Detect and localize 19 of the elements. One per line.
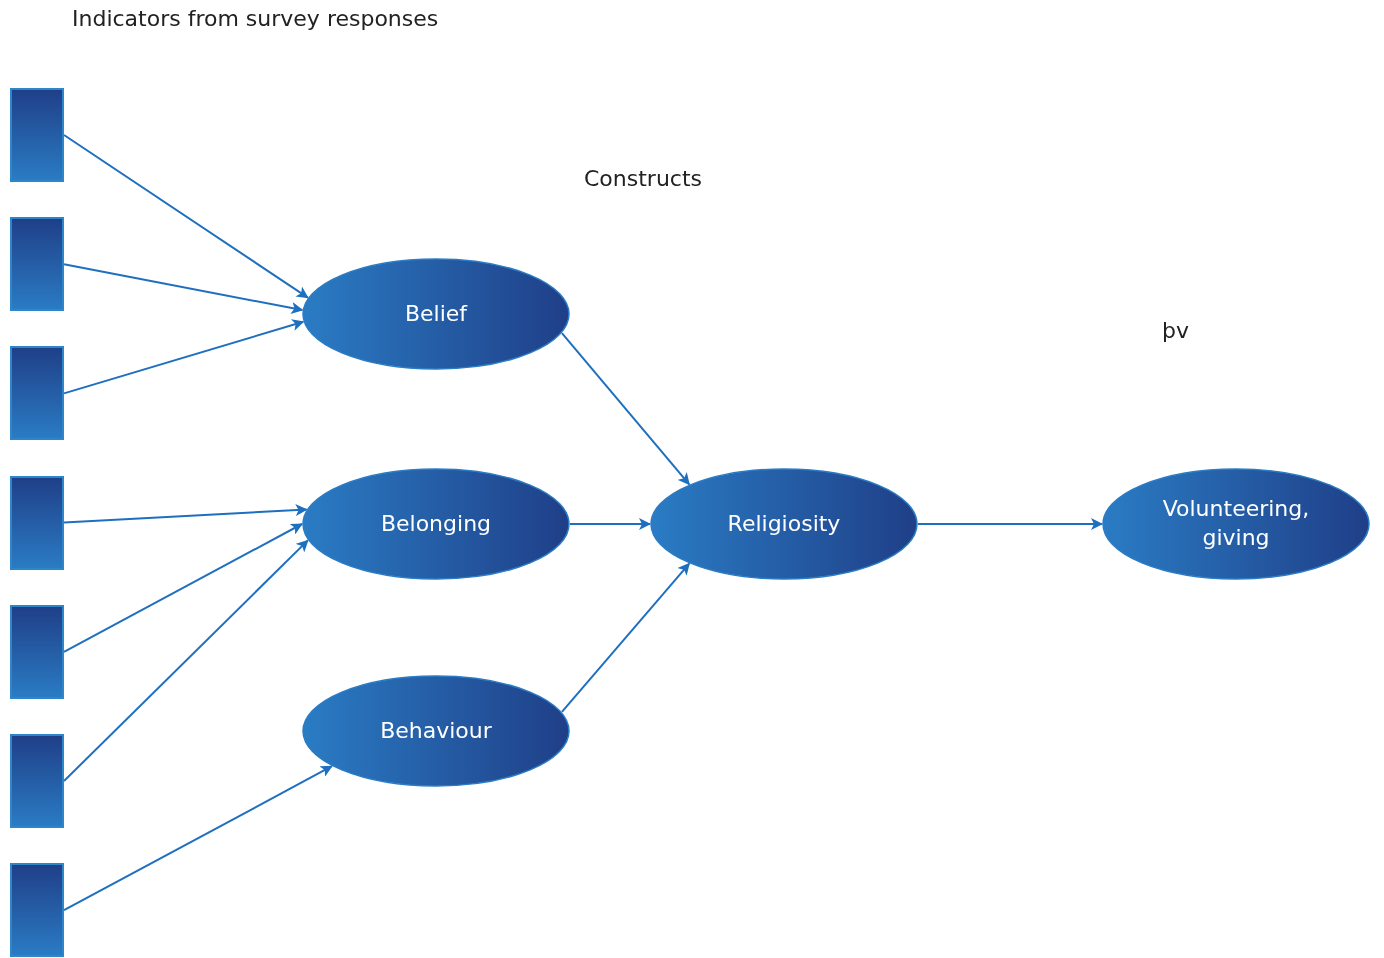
arrow: [63, 504, 308, 524]
arrow: [63, 263, 304, 314]
section-heading: Indicators from survey responses: [72, 6, 439, 31]
arrow: [63, 523, 303, 653]
arrow: [560, 562, 691, 713]
arrow: [917, 518, 1103, 530]
text-label: Constructs: [584, 166, 703, 191]
arrow: [63, 765, 333, 912]
construct-label: Belonging: [380, 509, 492, 538]
construct-label: Belief: [404, 299, 468, 328]
arrow: [569, 518, 651, 530]
construct-label: Behaviour: [380, 716, 492, 745]
text-label: þv: [1162, 318, 1189, 343]
arrow: [63, 539, 309, 782]
arrow: [63, 134, 309, 299]
arrow: [63, 319, 305, 395]
construct-label: Religiosity: [727, 509, 841, 538]
arrow: [560, 332, 691, 486]
construct-label: Volunteering, giving: [1161, 495, 1311, 552]
